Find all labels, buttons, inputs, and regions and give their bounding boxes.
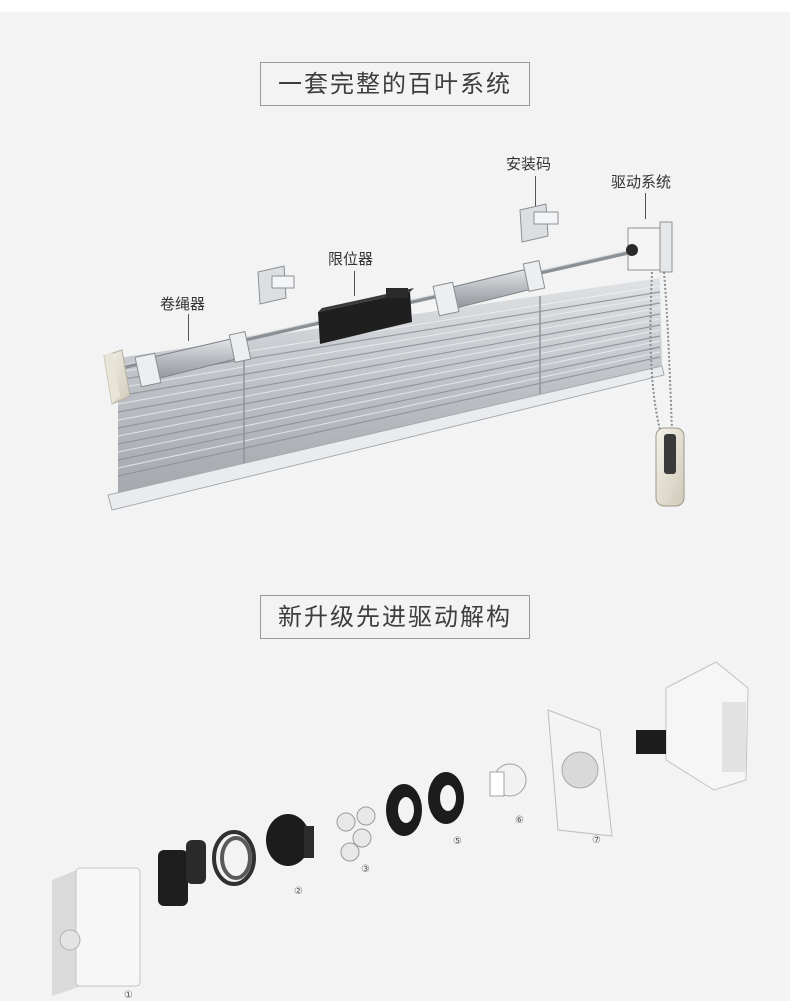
clutch-part-2 [266,814,314,866]
blind-system-illustration [103,203,685,511]
rotor-part-6 [489,763,527,797]
top-white-strip [0,0,790,12]
section-title-box-2: 新升级先进驱动解构 [260,595,530,639]
label-limiter: 限位器 [328,250,374,268]
mounting-bracket-right [519,203,559,243]
bead-chain [649,271,673,431]
exploded-drive-illustration [52,661,749,996]
ring-part-5 [428,772,464,824]
drive-housing-main [636,661,749,791]
planet-gears-part-3 [336,806,376,862]
part-number-1: ① [124,990,133,1001]
ring-part-4 [386,784,422,836]
part-number-7: ⑦ [592,835,601,846]
limiter-block [318,288,414,344]
cord-winder-right [432,260,546,317]
plate-part-7 [547,709,613,837]
leader-drive-system [645,193,646,219]
part-number-2: ② [294,886,303,897]
label-cord-winder: 卷绳器 [160,295,206,313]
cord-winder-left [134,331,252,388]
leader-cord-winder [188,314,189,341]
section-title-drive-structure: 新升级先进驱动解构 [0,595,790,639]
label-drive-system: 驱动系统 [611,173,672,191]
leader-mounting-code [535,176,536,206]
end-cap [103,349,131,405]
leader-limiter [354,271,355,296]
pleated-fabric [107,278,665,511]
spring-coil [212,830,256,886]
mounting-bracket-left [257,265,295,305]
drive-hub [158,840,206,906]
part-number-3: ③ [361,864,370,875]
part-number-6: ⑥ [515,815,524,826]
chain-weight [655,427,685,507]
part-number-5: ⑤ [453,836,462,847]
section-title-box: 一套完整的百叶系统 [260,62,530,106]
label-mounting-code: 安装码 [506,155,552,173]
drive-unit [626,221,673,273]
section-title-complete-system: 一套完整的百叶系统 [0,62,790,106]
housing-part-1 [52,867,141,996]
